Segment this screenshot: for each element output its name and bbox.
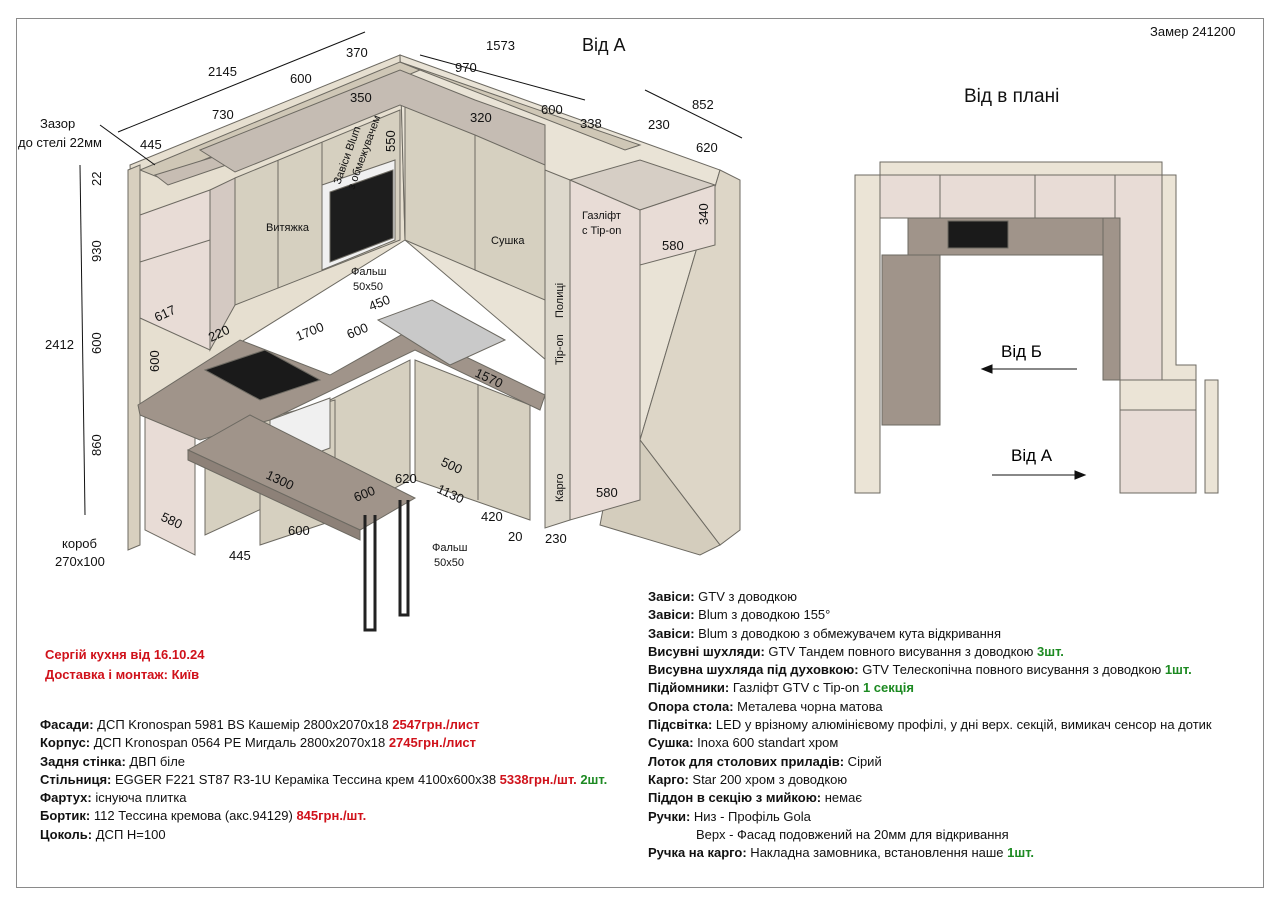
plan-view-b-label: Від Б	[1001, 342, 1042, 361]
dim-730: 730	[212, 107, 234, 122]
falsh-label-1-line2: 50х50	[353, 281, 383, 293]
dim-550: 550	[383, 130, 398, 152]
dim-1573: 1573	[486, 38, 515, 53]
plan-view-title: Від в плані	[964, 86, 1060, 107]
hood-label: Витяжка	[266, 222, 310, 234]
dim-600c: 600	[89, 332, 104, 354]
order-info: Сергій кухня від 16.10.24 Доставка і мон…	[45, 645, 204, 685]
material-row: Стільниця: EGGER F221 ST87 R3-1U Керамік…	[40, 771, 608, 787]
dim-445a: 445	[140, 137, 162, 152]
material-row: Бортик: 112 Тессина кремова (акс.94129) …	[40, 808, 367, 824]
material-row: Корпус: ДСП Kronospan 0564 PE Мигдаль 28…	[40, 735, 477, 751]
dim-600g: 600	[288, 523, 310, 538]
drawing-frame	[16, 18, 1264, 888]
materials-right: Завіси: GTV з доводкою Завіси: Blum з до…	[648, 588, 1212, 862]
dim-930: 930	[89, 240, 104, 262]
dim-600e: 600	[345, 320, 371, 342]
dim-420: 420	[481, 509, 503, 524]
gaslift-label-1: Газліфт	[582, 210, 621, 222]
hardware-row: Ручки: Низ - Профіль Gola	[648, 808, 811, 824]
dim-340: 340	[696, 203, 711, 225]
dim-350: 350	[350, 90, 372, 105]
gaslift-label-2: с Tip-on	[582, 225, 621, 237]
hardware-row: Карго: Star 200 хром з доводкою	[648, 771, 848, 787]
material-row: Задня стінка: ДВП біле	[40, 753, 186, 769]
dim-600a: 600	[290, 71, 312, 86]
dim-860: 860	[89, 434, 104, 456]
falsh-label-1-line1: Фальш	[351, 266, 387, 278]
hardware-row: Підйомники: Газліфт GTV с Tip-on 1 секці…	[648, 680, 914, 696]
materials-left: Фасади: ДСП Kronospan 5981 BS Кашемір 28…	[40, 716, 607, 844]
tipon-label: Tip-on	[554, 334, 566, 365]
shelves-label: Полиці	[554, 283, 566, 318]
order-number: Замер 241200	[1150, 24, 1236, 39]
material-row: Цоколь: ДСП Н=100	[40, 826, 166, 842]
dim-852: 852	[692, 97, 714, 112]
box-label-line2: 270х100	[55, 554, 105, 569]
dim-620b: 620	[395, 471, 417, 486]
hardware-row: Висувні шухляди: GTV Тандем повного вису…	[648, 643, 1064, 659]
dim-2412: 2412	[45, 337, 74, 352]
cargo-label: Карго	[554, 473, 566, 502]
dim-20: 20	[508, 529, 522, 544]
order-line-1: Сергій кухня від 16.10.24	[45, 647, 205, 662]
gap-label-line2: до стелі 22мм	[18, 135, 102, 150]
dim-22: 22	[89, 172, 104, 186]
dim-445b: 445	[229, 548, 251, 563]
dim-580a: 580	[662, 238, 684, 253]
dim-600d: 600	[147, 350, 162, 372]
dim-620a: 620	[696, 140, 718, 155]
hardware-row: Завіси: Blum з доводкою з обмежувачем ку…	[648, 625, 1001, 641]
dim-320: 320	[470, 110, 492, 125]
plan-view-a-label: Від А	[1011, 446, 1053, 465]
dim-1700: 1700	[294, 319, 326, 344]
hardware-row: Сушка: Inoxa 600 standart хром	[648, 735, 839, 751]
dryer-label: Сушка	[491, 235, 525, 247]
hardware-row: Піддон в секцію з мийкою: немає	[648, 790, 862, 806]
hardware-row: Підсвітка: LED у врізному алюмінієвому п…	[648, 717, 1212, 733]
plan-arrows	[980, 364, 1087, 480]
dim-338: 338	[580, 116, 602, 131]
material-row: Фартух: існуюча плитка	[40, 790, 187, 806]
gap-label-line1: Зазор	[40, 116, 75, 131]
falsh-label-2-line2: 50х50	[434, 557, 464, 569]
dim-970: 970	[455, 60, 477, 75]
hardware-row: Завіси: GTV з доводкою	[648, 589, 797, 604]
hardware-row: Опора стола: Металева чорна матова	[648, 698, 883, 714]
dim-580c: 580	[596, 485, 618, 500]
dim-450: 450	[367, 292, 393, 314]
upper-cabinets	[139, 69, 546, 352]
tall-cabinet	[544, 159, 717, 529]
falsh-label-2-line1: Фальш	[432, 542, 468, 554]
hardware-row: Верх - Фасад подовжений на 20мм для відк…	[696, 826, 1009, 842]
hardware-row: Завіси: Blum з доводкою 155°	[648, 607, 831, 623]
dimension-lines	[79, 31, 743, 516]
hardware-row: Лоток для столових приладів: Сірий	[648, 753, 882, 769]
hardware-row: Ручка на карго: Накладна замовника, вста…	[648, 845, 1035, 861]
view-a-title: Від А	[582, 35, 626, 55]
plan-view	[854, 161, 1219, 494]
table-leg	[363, 500, 410, 632]
material-row: Фасади: ДСП Kronospan 5981 BS Кашемір 28…	[40, 717, 480, 732]
order-line-2: Доставка і монтаж: Київ	[45, 667, 200, 682]
hardware-row: Висувна шухляда під духовкою: GTV Телеск…	[648, 662, 1192, 678]
countertops	[137, 299, 546, 541]
dim-230b: 230	[545, 531, 567, 546]
dim-600b: 600	[541, 102, 563, 117]
dim-370: 370	[346, 45, 368, 60]
box-label-line1: короб	[62, 536, 97, 551]
dim-2145: 2145	[208, 64, 237, 79]
dim-230a: 230	[648, 117, 670, 132]
